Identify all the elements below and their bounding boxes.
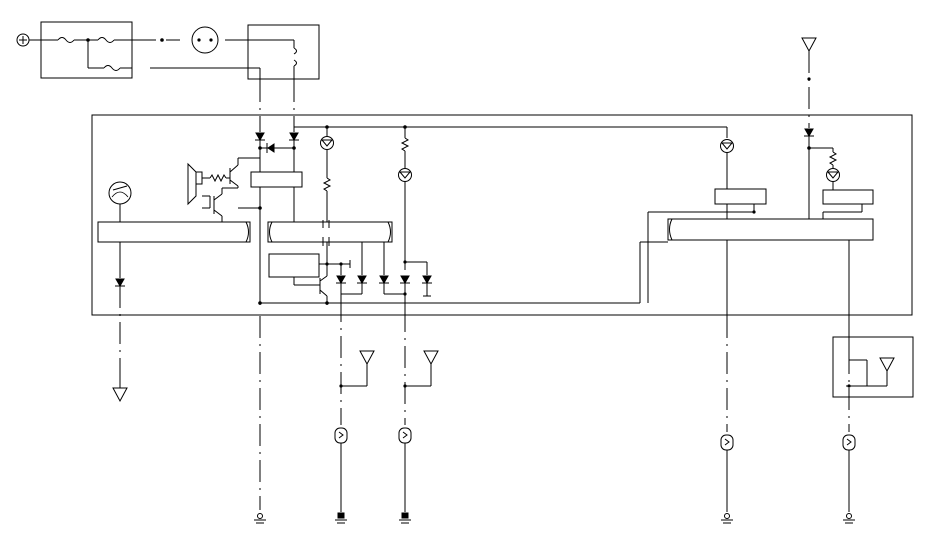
lamp-icon bbox=[826, 168, 840, 182]
diode-icon bbox=[400, 275, 410, 285]
transistor-icon bbox=[213, 193, 223, 217]
sensor-triangle-icon bbox=[112, 387, 128, 403]
ground-icon bbox=[335, 512, 347, 524]
gauge-icon bbox=[108, 181, 132, 205]
diode-icon bbox=[422, 275, 432, 285]
power-source-group bbox=[16, 21, 248, 79]
ground-icon bbox=[399, 512, 411, 524]
fuse-icon bbox=[97, 37, 115, 43]
fuse-icon bbox=[103, 65, 121, 71]
right-relay-box-1 bbox=[714, 188, 767, 205]
center-module-bar bbox=[267, 221, 393, 243]
diode-icon bbox=[357, 275, 367, 285]
lamp-icon bbox=[720, 139, 734, 153]
diode-icon bbox=[379, 275, 389, 285]
gauge-module-bar bbox=[97, 221, 251, 243]
relay-box bbox=[150, 24, 320, 80]
relay-switch-icon bbox=[293, 47, 297, 67]
sensor-box bbox=[832, 336, 914, 398]
diode-icon bbox=[255, 132, 265, 142]
right-relay-box-2 bbox=[822, 189, 874, 205]
control-unit-box bbox=[91, 114, 913, 316]
lamp-icon bbox=[320, 136, 334, 150]
buzzer-icon bbox=[187, 162, 203, 206]
connector-icon bbox=[842, 434, 856, 451]
ground-icon bbox=[843, 513, 855, 524]
sensor-triangle-icon bbox=[423, 350, 439, 366]
fuse-icon bbox=[57, 37, 75, 43]
diode-icon bbox=[804, 128, 814, 138]
lamp-icon bbox=[398, 168, 412, 182]
resistor-icon bbox=[400, 137, 410, 152]
ignition-switch-icon bbox=[191, 26, 219, 54]
sensor-triangle-icon bbox=[879, 357, 895, 373]
ground-icon bbox=[254, 513, 266, 524]
fuse-box bbox=[40, 21, 133, 79]
transistor-icon bbox=[229, 164, 239, 187]
transistor-icon bbox=[319, 275, 328, 297]
sensor-triangle-icon bbox=[801, 37, 817, 53]
diode-icon bbox=[336, 275, 346, 285]
diode-icon bbox=[289, 132, 299, 142]
sensor-triangle-icon bbox=[359, 350, 375, 366]
relay-coil-box bbox=[250, 171, 303, 188]
resistor-icon bbox=[209, 173, 227, 183]
connector-icon bbox=[334, 427, 348, 444]
connector-icon bbox=[398, 427, 412, 444]
resistor-icon bbox=[828, 151, 838, 166]
driver-module-box bbox=[268, 253, 320, 278]
battery-positive-icon bbox=[16, 33, 30, 47]
diode-icon bbox=[115, 278, 125, 288]
diode-icon bbox=[266, 143, 275, 153]
right-module-bar bbox=[667, 218, 874, 241]
connector-icon bbox=[720, 434, 734, 451]
resistor-icon bbox=[322, 177, 332, 192]
ground-icon bbox=[721, 513, 733, 524]
